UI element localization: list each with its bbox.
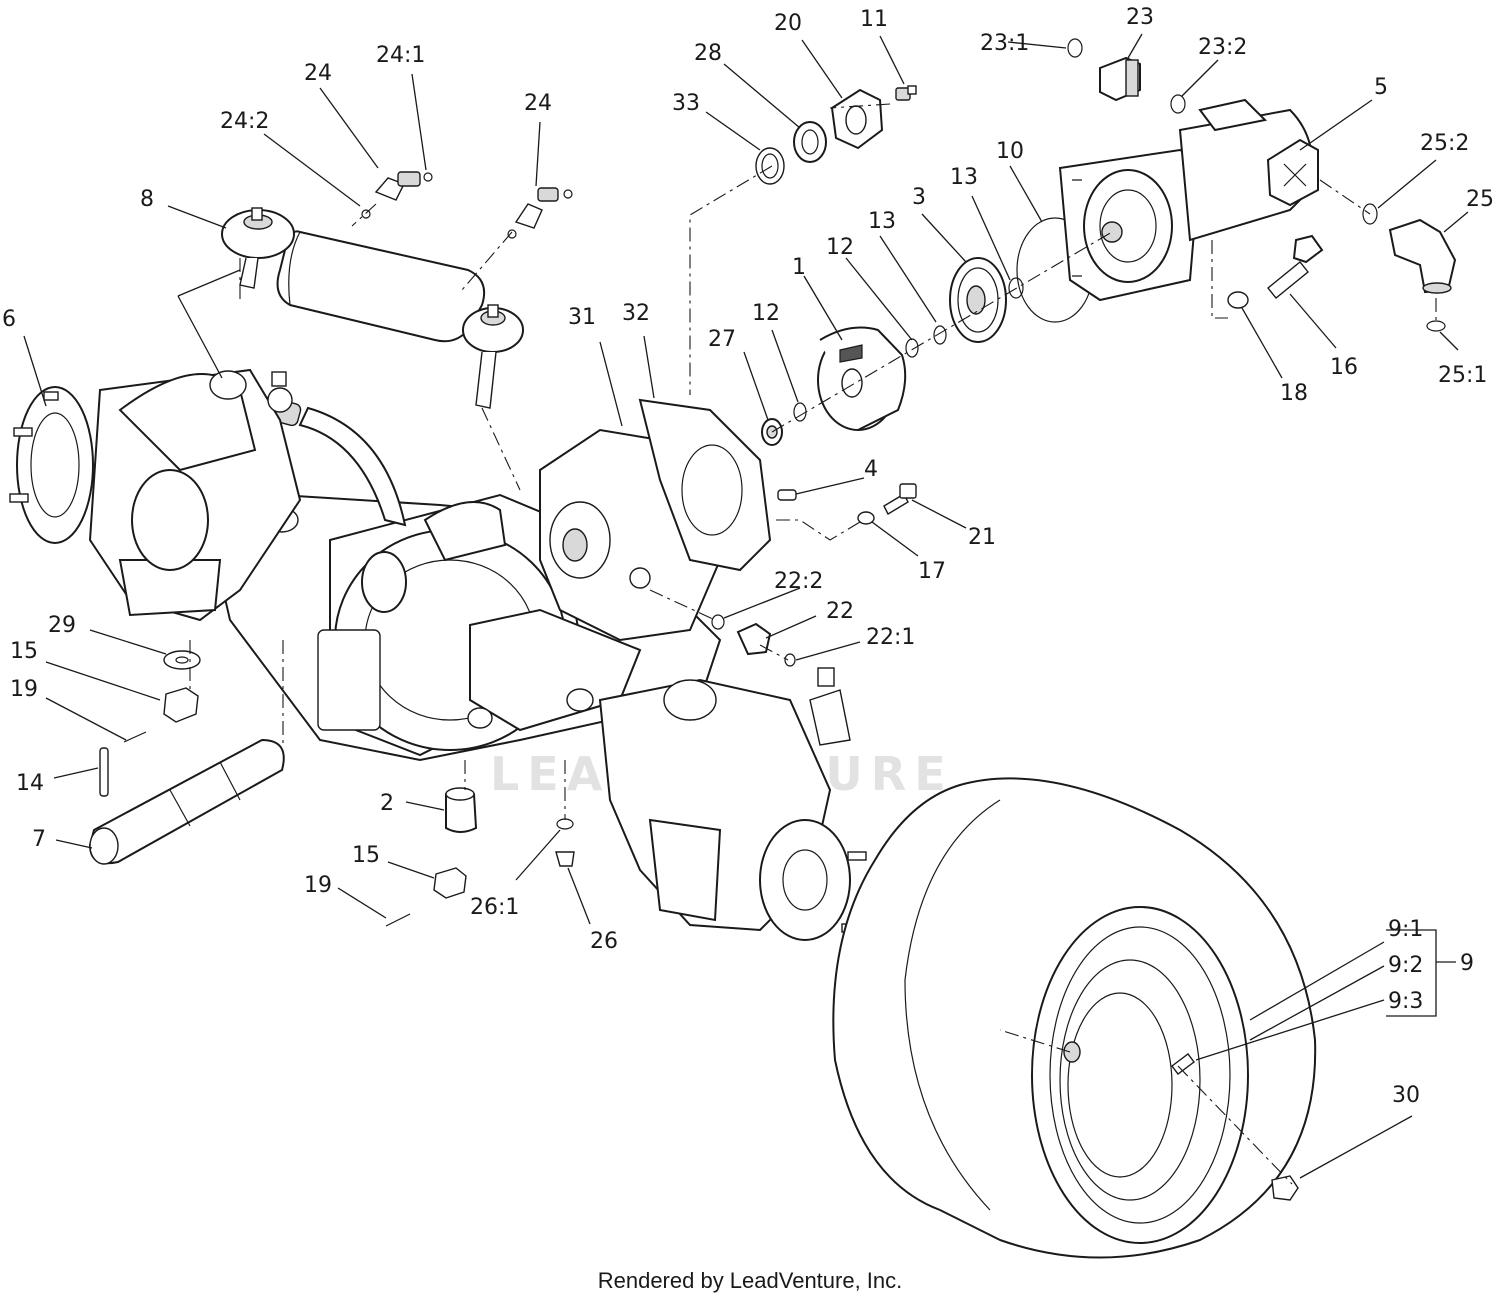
callout-23-2: 23:2 xyxy=(1198,35,1247,60)
callout-9-3: 9:3 xyxy=(1388,989,1423,1014)
callout-33: 33 xyxy=(672,91,700,116)
callout-9-2: 9:2 xyxy=(1388,953,1423,978)
callout-21: 21 xyxy=(968,525,996,550)
callout-17: 17 xyxy=(918,559,946,584)
callout-18: 18 xyxy=(1280,381,1308,406)
callout-26-1: 26:1 xyxy=(470,895,519,920)
pivot-pin-7 xyxy=(88,738,285,865)
callout-labels: 23:1 23 23:2 5 25:2 25 25:1 16 18 10 13 … xyxy=(2,5,1494,1108)
callout-32: 32 xyxy=(622,301,650,326)
wheel-tire-assembly xyxy=(832,777,1317,1259)
bolt-21 xyxy=(883,483,917,515)
plug-26 xyxy=(555,818,575,867)
grease-fitting-11 xyxy=(895,85,917,101)
bolt-16 xyxy=(1267,234,1324,299)
callout-6: 6 xyxy=(2,307,16,332)
left-wheel-motor-assembly xyxy=(9,368,302,622)
callout-22-2: 22:2 xyxy=(774,569,823,594)
callout-24-1: 24:1 xyxy=(376,43,425,68)
right-wheel-motor-assembly xyxy=(598,667,867,941)
washer-17 xyxy=(857,511,875,525)
callout-27: 27 xyxy=(708,327,736,352)
callout-24a: 24 xyxy=(304,61,332,86)
callout-22: 22 xyxy=(826,599,854,624)
callout-25: 25 xyxy=(1466,187,1494,212)
lug-nut-30 xyxy=(1271,1175,1299,1201)
callout-3: 3 xyxy=(912,185,926,210)
callout-26: 26 xyxy=(590,929,618,954)
callout-23: 23 xyxy=(1126,5,1154,30)
spur-gear xyxy=(949,257,1007,343)
callout-10: 10 xyxy=(996,139,1024,164)
axle-housing xyxy=(198,488,722,762)
callout-19b: 19 xyxy=(304,873,332,898)
callout-15a: 15 xyxy=(10,639,38,664)
callout-14: 14 xyxy=(16,771,44,796)
callout-9: 9 xyxy=(1460,951,1474,976)
drive-coupler xyxy=(817,326,907,431)
washer-29 xyxy=(163,650,201,670)
footer-credit: Rendered by LeadVenture, Inc. xyxy=(597,1268,903,1293)
callout-24-2: 24:2 xyxy=(220,109,269,134)
callout-12b: 12 xyxy=(752,301,780,326)
callout-1: 1 xyxy=(792,255,806,280)
callout-12a: 12 xyxy=(826,235,854,260)
callout-11: 11 xyxy=(860,7,888,32)
nut-20 xyxy=(830,88,884,150)
assembly-centerlines xyxy=(189,103,1437,1185)
hydraulic-fitting-24a xyxy=(361,171,433,219)
fitting-23 xyxy=(1067,38,1186,114)
castle-nut-15b xyxy=(433,867,467,899)
hydraulic-fitting-24b xyxy=(507,187,573,239)
washer-28 xyxy=(793,121,827,163)
washer-33 xyxy=(755,147,785,185)
retaining-ring-13b xyxy=(1008,277,1024,299)
retaining-ring-13a xyxy=(933,325,947,345)
callout-20: 20 xyxy=(774,11,802,36)
callout-2: 2 xyxy=(380,791,394,816)
callout-15b: 15 xyxy=(352,843,380,868)
callout-13a: 13 xyxy=(950,165,978,190)
fitting-25 xyxy=(1362,203,1457,332)
cotter-pin-19b xyxy=(385,913,411,927)
steering-cylinder xyxy=(221,207,524,409)
callout-8: 8 xyxy=(140,187,154,212)
hydraulic-motor xyxy=(1058,98,1319,302)
callout-28: 28 xyxy=(694,41,722,66)
callout-25-1: 25:1 xyxy=(1438,363,1487,388)
castle-nut-15a xyxy=(163,687,199,723)
callout-25-2: 25:2 xyxy=(1420,131,1469,156)
callout-22-1: 22:1 xyxy=(866,625,915,650)
callout-30: 30 xyxy=(1392,1083,1420,1108)
dowel-pin xyxy=(777,489,797,501)
callout-5: 5 xyxy=(1374,75,1388,100)
callout-24b: 24 xyxy=(524,91,552,116)
callout-16: 16 xyxy=(1330,355,1358,380)
callout-29: 29 xyxy=(48,613,76,638)
bushing-2 xyxy=(445,787,478,833)
roll-pin-14 xyxy=(99,747,109,797)
callout-9-1: 9:1 xyxy=(1388,917,1423,942)
callout-23-1: 23:1 xyxy=(980,31,1029,56)
callout-4: 4 xyxy=(864,457,878,482)
callout-31: 31 xyxy=(568,305,596,330)
pump-housing xyxy=(539,398,772,642)
retaining-ring-12b xyxy=(905,338,919,358)
leader-lines xyxy=(23,33,1469,1179)
callout-19a: 19 xyxy=(10,677,38,702)
callout-13b: 13 xyxy=(868,209,896,234)
cotter-pin-19a xyxy=(123,731,147,743)
washer-18 xyxy=(1227,291,1249,309)
fitting-22 xyxy=(711,614,796,667)
callout-7: 7 xyxy=(32,827,46,852)
